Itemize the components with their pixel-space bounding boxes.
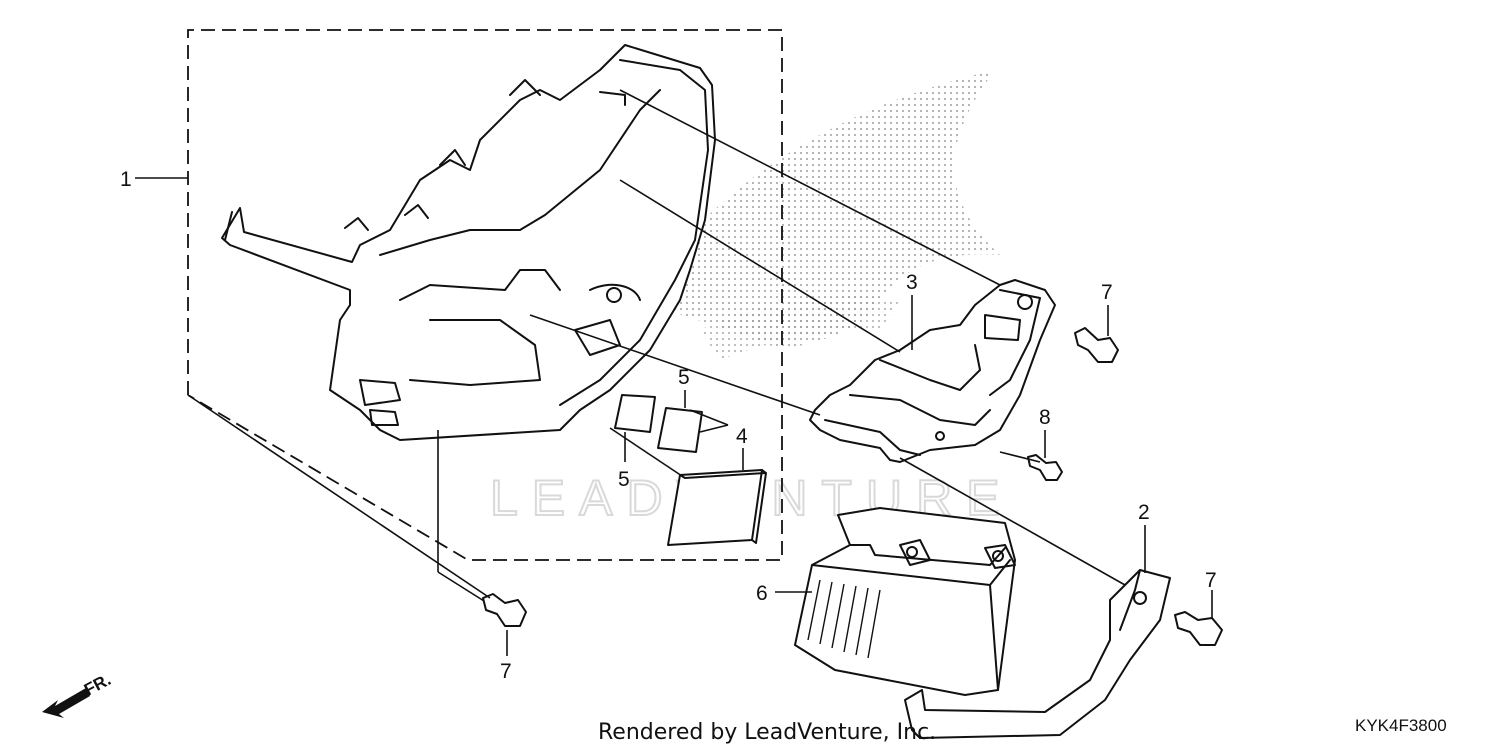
flange-bolt-right	[1174, 611, 1223, 646]
callout-1: 1	[120, 168, 132, 191]
callout-7-lower: 7	[500, 660, 512, 683]
bracket-part	[809, 279, 1056, 463]
render-credit: Rendered by LeadVenture, Inc.	[598, 720, 936, 745]
rubber-pad-parts	[614, 394, 703, 453]
callout-7-upper: 7	[1101, 281, 1113, 304]
callout-6: 6	[756, 582, 768, 605]
callout-5-lower: 5	[618, 468, 630, 491]
wing-logo-background	[640, 70, 1000, 360]
callout-4: 4	[736, 425, 748, 448]
tapping-screw	[1027, 454, 1063, 481]
leader-lines	[135, 89, 1213, 656]
assembly-group-frame	[187, 29, 783, 561]
battery-strap-part	[904, 569, 1171, 739]
callout-7-right: 7	[1205, 569, 1217, 592]
battery-case-part	[221, 44, 716, 441]
callout-5-upper: 5	[678, 366, 690, 389]
callout-3: 3	[906, 271, 918, 294]
flange-bolt-upper	[1074, 327, 1119, 363]
front-direction-arrow-icon	[42, 688, 90, 718]
diagram-code: KYK4F3800	[1355, 716, 1447, 735]
battery-part	[794, 507, 1016, 696]
callout-8: 8	[1039, 406, 1051, 429]
flange-bolt-lower-left	[482, 593, 527, 627]
pad-part	[667, 469, 767, 546]
callout-2: 2	[1138, 501, 1150, 524]
